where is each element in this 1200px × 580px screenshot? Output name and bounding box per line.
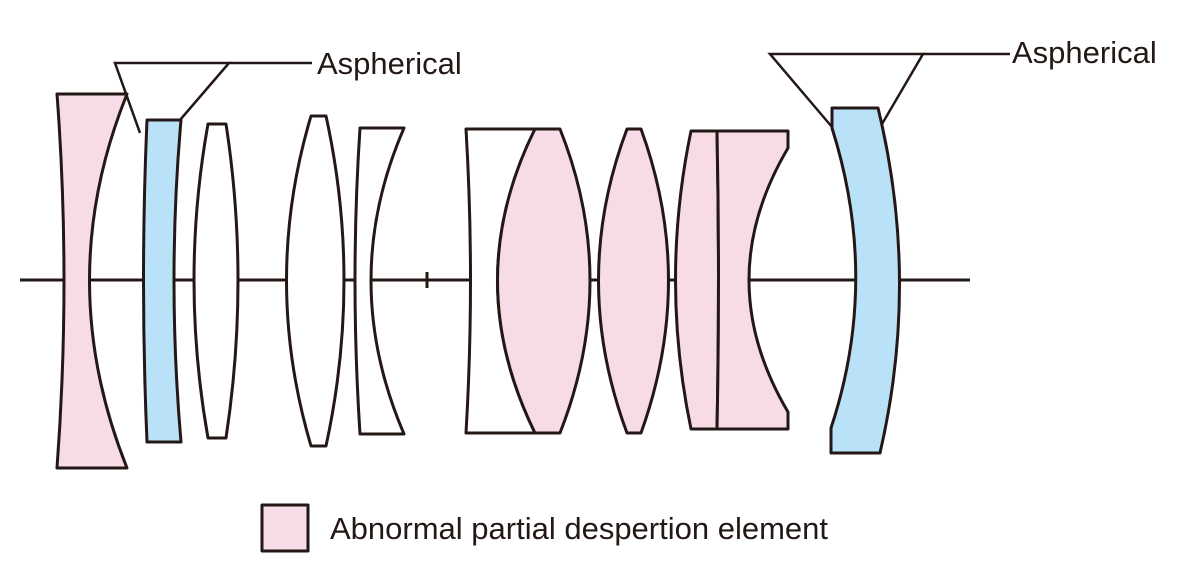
lens-element-2-aspherical xyxy=(142,118,183,444)
lens-element-4 xyxy=(285,114,346,448)
legend-swatch-ad xyxy=(260,503,310,553)
lens-element-10-ad xyxy=(715,129,790,431)
aspherical-rear-leader xyxy=(767,52,926,128)
lens-element-1-ad xyxy=(55,92,129,470)
lens-element-5 xyxy=(353,126,406,436)
aspherical-front-leader xyxy=(113,61,232,134)
lens-element-9-ad xyxy=(674,129,720,431)
aspherical-rear-label: Aspherical xyxy=(1012,35,1157,70)
lens-element-7-ad xyxy=(496,127,592,435)
legend-label-ad: Abnormal partial despertion element xyxy=(330,511,828,546)
aspherical-front-label: Aspherical xyxy=(317,46,462,81)
lens-element-8-ad xyxy=(597,127,670,435)
lens-element-3 xyxy=(192,122,240,440)
lens-element-11-aspherical xyxy=(829,106,901,455)
